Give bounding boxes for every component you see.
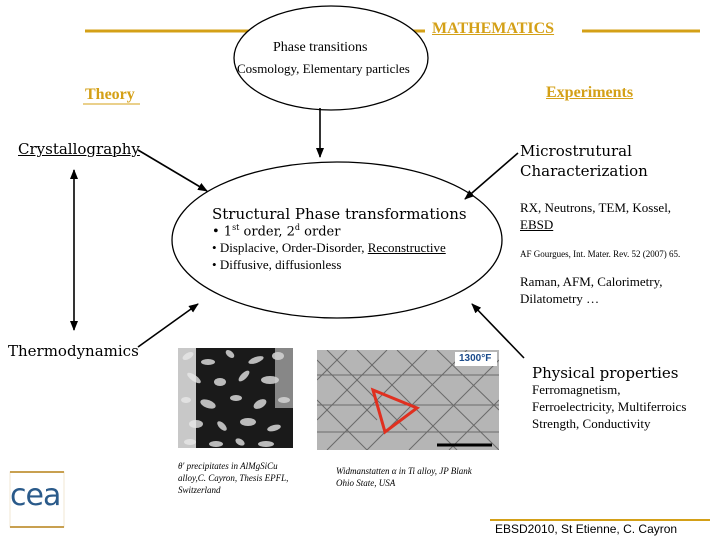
precipitates-caption-1: θ' precipitates in AlMgSiCu: [178, 461, 278, 471]
temperature-label: 1300°F: [459, 353, 491, 364]
bullet-diffusive: • Diffusive, diffusionless: [212, 257, 341, 273]
mathematics-title: MATHEMATICS: [432, 20, 554, 38]
precipitates-caption-3: Switzerland: [178, 485, 221, 495]
bullet-marker: •: [212, 224, 220, 239]
methods-line1: RX, Neutrons, TEM, Kossel,: [520, 200, 671, 216]
bullet-displacive: • Displacive, Order-Disorder, Reconstruc…: [212, 240, 446, 256]
precipitates-caption-2: alloy,C. Cayron, Thesis EPFL,: [178, 473, 288, 483]
bullet-order-suffix: order: [300, 224, 340, 239]
bullet-reconstructive: Reconstructive: [368, 240, 446, 255]
footer-credit: EBSD2010, St Etienne, C. Cayron: [495, 522, 677, 536]
physical-item-3: Strength, Conductivity: [532, 416, 650, 432]
phase-transitions-title: Phase transitions: [273, 40, 368, 56]
gourgues-reference: AF Gourgues, Int. Mater. Rev. 52 (2007) …: [520, 249, 680, 259]
crystallography-label: Crystallography: [18, 140, 140, 158]
footer-rule: [490, 519, 710, 523]
widmanstatten-caption-2: Ohio State, USA: [336, 478, 395, 488]
methods-line2: EBSD: [520, 217, 553, 233]
physical-properties-title: Physical properties: [532, 364, 678, 382]
physical-item-1: Ferromagnetism,: [532, 382, 620, 398]
theory-label: Theory: [85, 86, 135, 104]
widmanstatten-micrograph: 1300°F: [317, 350, 499, 450]
arrow-crystallography: [138, 150, 207, 191]
cea-logo-text: cea: [10, 478, 60, 513]
bullet-order-prefix: 1: [220, 224, 232, 239]
thermodynamics-label: Thermodynamics: [8, 342, 139, 360]
bullet-order: • 1st order, 2d order: [212, 223, 340, 239]
experiments-label: Experiments: [546, 84, 633, 102]
phase-transitions-ellipse: [234, 6, 428, 110]
precipitates-texture: [178, 348, 293, 448]
widmanstatten-texture: [317, 350, 499, 450]
precipitates-micrograph: [178, 348, 293, 448]
arrow-microstructure: [465, 153, 518, 199]
raman-line2: Dilatometry …: [520, 291, 599, 307]
arrow-thermodynamics: [138, 304, 198, 347]
widmanstatten-caption-1: Widmanstatten α in Ti alloy, JP Blank: [336, 466, 472, 476]
bullet-diffusive-text: Diffusive, diffusionless: [217, 257, 342, 272]
phase-transitions-subtitle: Cosmology, Elementary particles: [237, 61, 410, 77]
raman-line1: Raman, AFM, Calorimetry,: [520, 274, 663, 290]
structural-phase-title: Structural Phase transformations: [212, 205, 467, 223]
microstructural-line2: Characterization: [520, 162, 648, 180]
physical-item-2: Ferroelectricity, Multiferroics: [532, 399, 686, 415]
bullet-displacive-text: Displacive, Order-Disorder,: [217, 240, 368, 255]
bullet-order-middle: order, 2: [239, 224, 295, 239]
microstructural-line1: Microstrutural: [520, 142, 632, 160]
